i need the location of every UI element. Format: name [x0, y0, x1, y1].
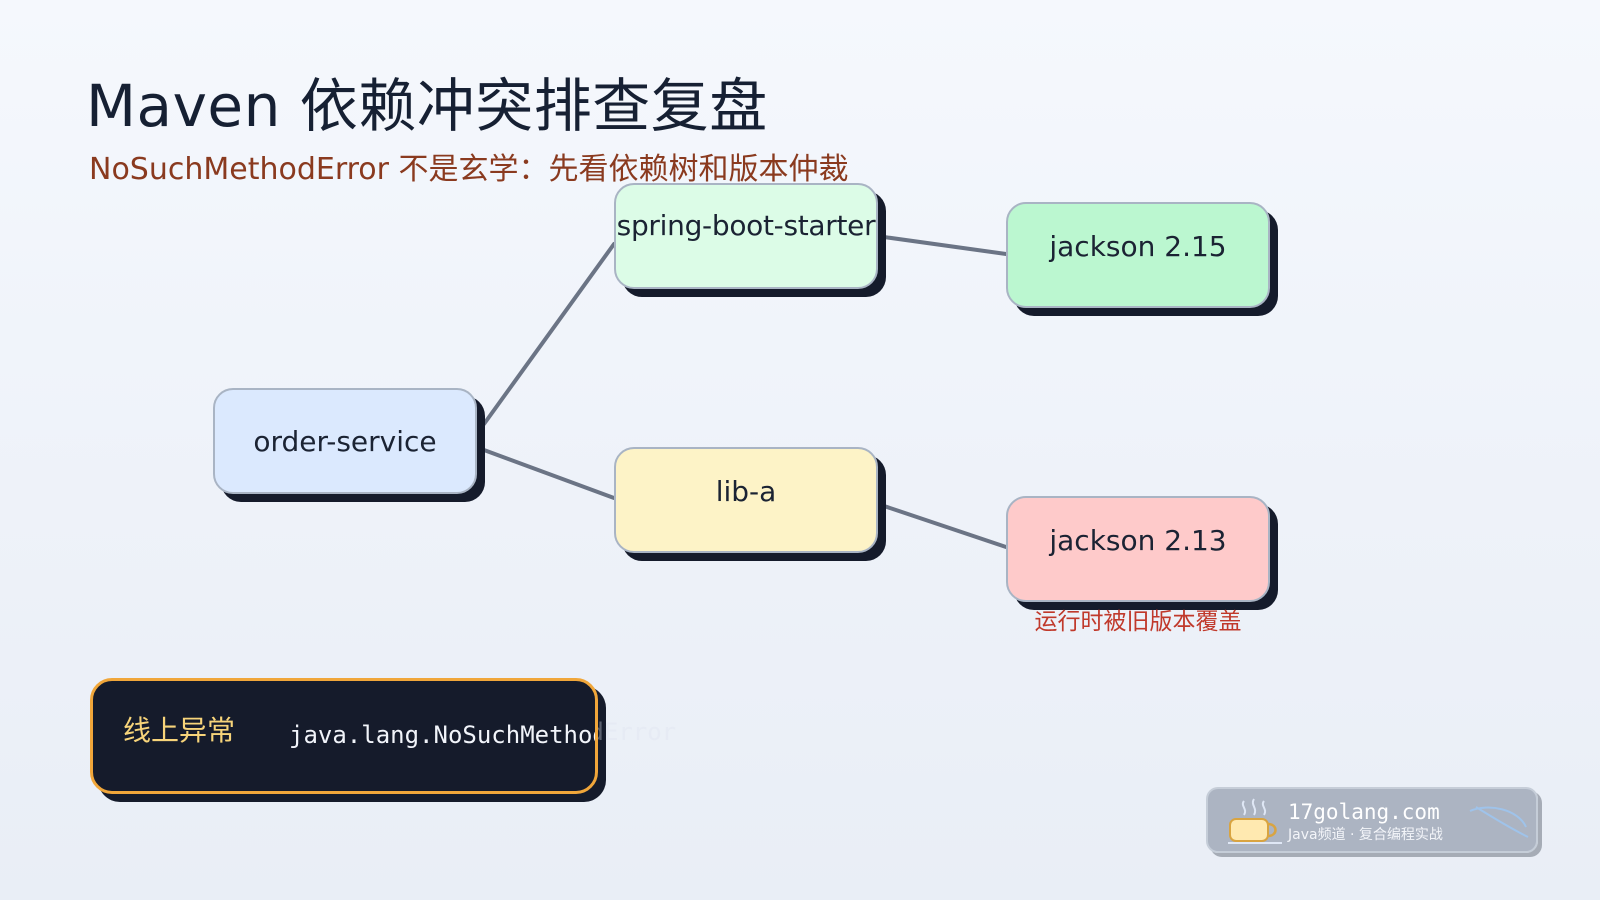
alert-label: 线上异常 — [123, 714, 236, 747]
page-title: Maven 依赖冲突排查复盘 — [86, 72, 768, 140]
swoosh-icon — [1469, 806, 1529, 838]
node-label: jackson 2.13 — [1049, 524, 1227, 557]
node-label: lib-a — [715, 475, 777, 508]
exception-code-overflow: java.lang.NoSuchMethodError — [598, 716, 676, 748]
page-subtitle: NoSuchMethodError 不是玄学：先看依赖树和版本仲裁 — [89, 152, 849, 187]
site-watermark: 17golang.com Java频道 · 复合编程实战 — [1206, 787, 1538, 853]
edge-lib-a-to-jackson-2-13 — [882, 504, 1008, 549]
watermark-tagline: Java频道 · 复合编程实战 — [1288, 827, 1443, 843]
node-label: spring-boot-starter — [616, 209, 876, 242]
override-note: 运行时被旧版本覆盖 — [1034, 609, 1242, 635]
watermark-domain: 17golang.com — [1288, 800, 1440, 824]
node-label: order-service — [253, 424, 437, 458]
edge-order-service-to-lib-a — [482, 448, 616, 500]
exception-code: java.lang.NoSuchMethodError — [289, 721, 595, 749]
node-label: jackson 2.15 — [1049, 230, 1227, 263]
node-lib-a: lib-a — [614, 447, 878, 553]
edge-spring-boot-starter-to-jackson-2-15 — [882, 235, 1008, 256]
node-jackson-2-15: jackson 2.15 — [1006, 202, 1270, 308]
node-spring-boot-starter: spring-boot-starter — [614, 183, 878, 289]
coffee-cup-icon — [1228, 798, 1282, 844]
edge-order-service-to-spring-boot-starter — [482, 242, 616, 426]
production-exception-callout: 线上异常 java.lang.NoSuchMethodError — [90, 678, 598, 794]
node-jackson-2-13: jackson 2.13 — [1006, 496, 1270, 602]
node-order-service: order-service — [213, 388, 477, 494]
